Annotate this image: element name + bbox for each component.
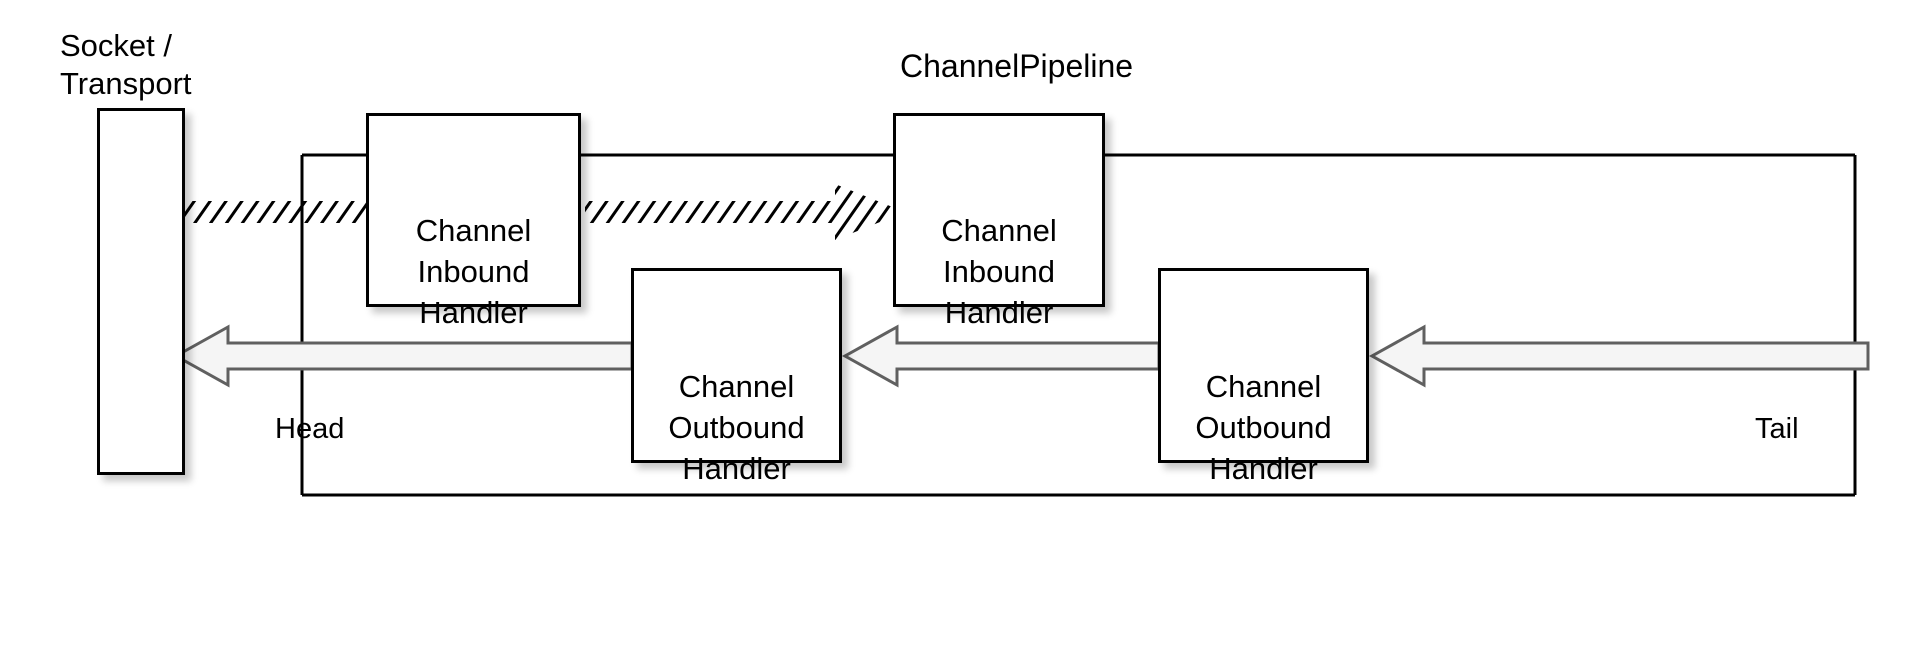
outbound-arrow-2 [841,324,1161,388]
channel-inbound-handler-1[interactable]: Channel Inbound Handler [366,113,581,330]
diagram-title: ChannelPipeline [900,48,1134,84]
channel-outbound-handler-2[interactable]: Channel Outbound Handler [1158,268,1369,486]
channel-inbound-handler-1-label: Channel Inbound Handler [415,213,532,330]
inbound-arrow-2 [585,184,905,240]
channel-inbound-handler-2-label: Channel Inbound Handler [941,213,1057,330]
tail-label: Tail [1755,413,1799,445]
socket-transport-bar [97,108,185,475]
channel-inbound-handler-2[interactable]: Channel Inbound Handler [893,113,1105,330]
outbound-arrow-1 [172,324,634,388]
socket-transport-label: Socket / Transport [60,28,192,101]
channel-outbound-handler-2-label: Channel Outbound Handler [1195,368,1332,486]
channel-outbound-handler-1[interactable]: Channel Outbound Handler [631,268,842,486]
outbound-arrow-3 [1368,324,1870,388]
head-label: Head [275,413,345,445]
channel-outbound-handler-1-label: Channel Outbound Handler [668,368,805,486]
